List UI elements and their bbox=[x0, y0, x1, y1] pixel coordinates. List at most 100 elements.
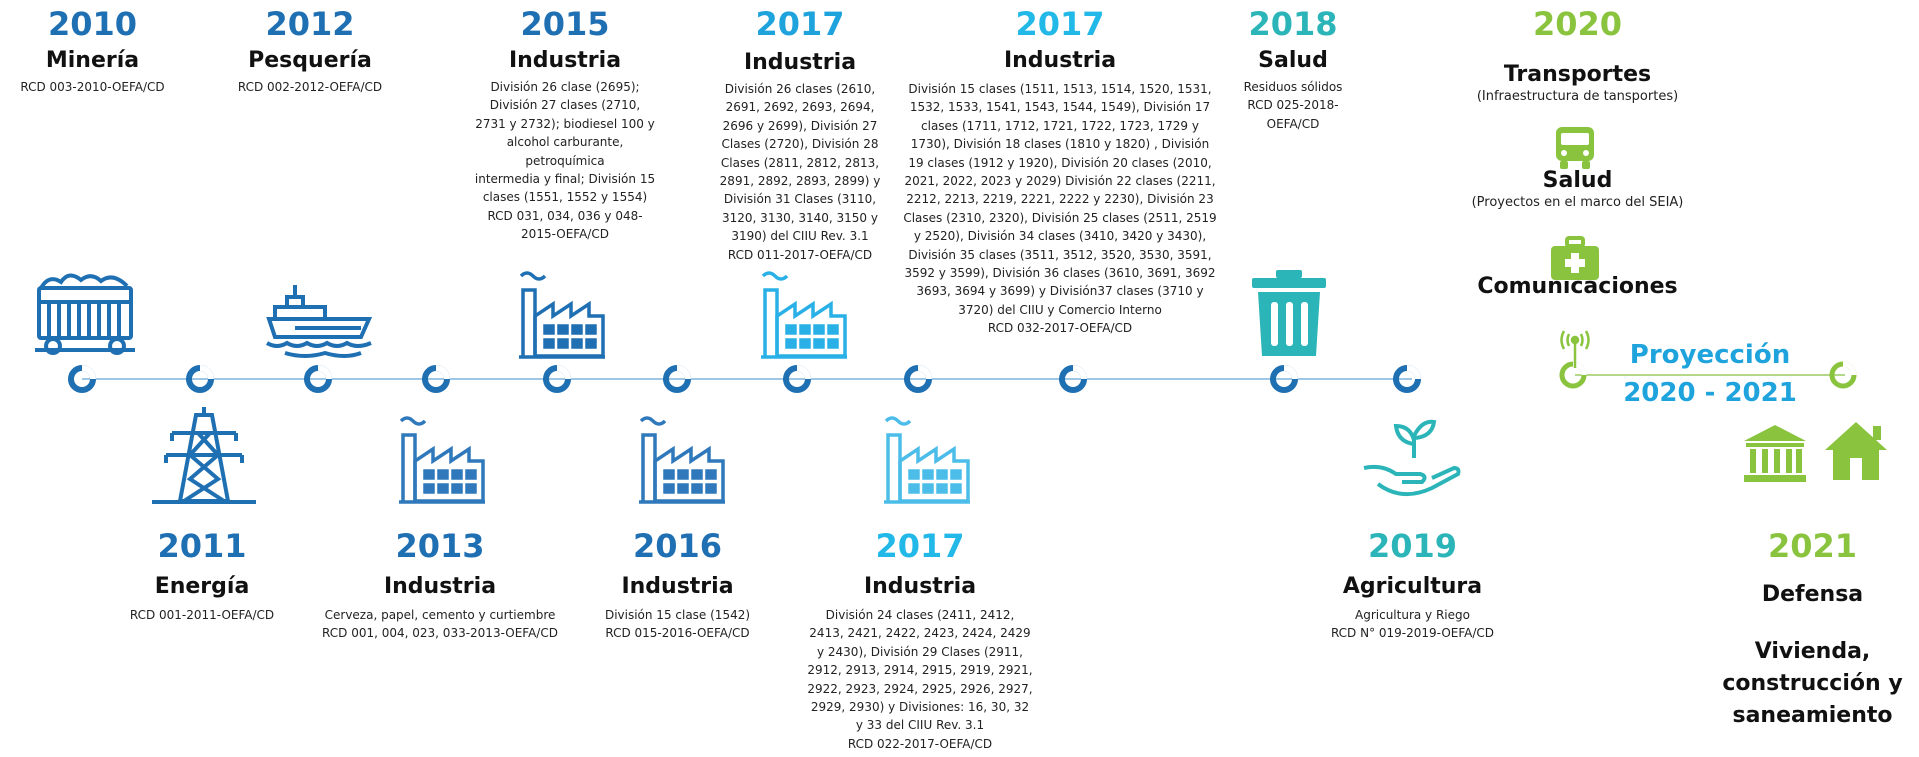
event-2020: 2020 Transportes (Infraestructura de tan… bbox=[1455, 6, 1700, 300]
year-label: 2015 bbox=[520, 5, 610, 43]
description-line: RCD 002-2012-OEFA/CD bbox=[237, 80, 383, 94]
sector-label: Industria bbox=[743, 50, 857, 75]
sector-label: saneamiento bbox=[1732, 703, 1893, 728]
event-description: RCD 001-2011-OEFA/CD bbox=[112, 606, 292, 624]
description-line: RCD N° 019-2019-OEFA/CD bbox=[1330, 626, 1495, 641]
year-label: 2013 bbox=[395, 527, 485, 565]
description-line: 1730), División 18 clases (1810 y 1820) … bbox=[910, 137, 1210, 152]
event-description: Agricultura y Riego RCD N° 019-2019-OEFA… bbox=[1310, 606, 1515, 643]
description-line: petroquímica bbox=[525, 153, 605, 168]
sector-label: Pesquería bbox=[248, 48, 372, 73]
timeline-node-2011 bbox=[186, 365, 214, 393]
event-description: RCD 003-2010-OEFA/CD bbox=[5, 78, 180, 96]
description-line: 2912, 2913, 2914, 2915, 2919, 2921, bbox=[807, 663, 1033, 678]
ship-icon bbox=[265, 285, 373, 358]
event-2016: 2016 Industria División 15 clase (1542) … bbox=[585, 528, 770, 643]
sector-label: Minería bbox=[45, 48, 140, 73]
event-description: RCD 002-2012-OEFA/CD bbox=[220, 78, 400, 96]
event-2018: 2018 Salud Residuos sólidos RCD 025-2018… bbox=[1238, 6, 1348, 133]
sector-label: Salud bbox=[1258, 48, 1328, 73]
event-2021: 2021 Defensa Vivienda, construcción y sa… bbox=[1710, 528, 1915, 732]
description-line: Clases (2720), División 28 bbox=[721, 137, 879, 152]
year-label: 2018 bbox=[1248, 5, 1338, 43]
sector-label: Industria bbox=[863, 574, 977, 599]
description-line: 1532, 1533, 1541, 1543, 1544, 1549), Div… bbox=[909, 100, 1211, 115]
year-label: 2017 bbox=[755, 5, 845, 43]
sector-sublabel: (Proyectos en el marco del SEIA) bbox=[1471, 195, 1684, 210]
factory-icon-2017b bbox=[884, 416, 970, 504]
description-line: 2691, 2692, 2693, 2694, bbox=[725, 100, 875, 115]
projection-title: Proyección bbox=[1629, 340, 1791, 370]
description-line: Clases (2811, 2812, 2813, bbox=[720, 155, 880, 170]
description-line: intermedia y final; División 15 bbox=[474, 172, 656, 187]
description-line: División 15 clase (1542) bbox=[604, 608, 751, 622]
event-2019: 2019 Agricultura Agricultura y Riego RCD… bbox=[1310, 528, 1515, 643]
timeline-node-2017c bbox=[1059, 365, 1087, 393]
description-line: RCD 003-2010-OEFA/CD bbox=[20, 80, 165, 94]
event-2017a: 2017 Industria División 26 clases (2610,… bbox=[700, 6, 900, 264]
description-line: 2696 y 2699), División 27 bbox=[722, 118, 878, 133]
sector-label: construcción y bbox=[1722, 671, 1903, 696]
description-line: Residuos sólidos bbox=[1243, 80, 1343, 94]
event-description: Residuos sólidos RCD 025-2018- OEFA/CD bbox=[1238, 78, 1348, 133]
description-line: Clases (2310, 2320), División 25 clases … bbox=[903, 210, 1217, 225]
government-building-icon bbox=[1744, 425, 1806, 482]
sector-label: Agricultura bbox=[1342, 574, 1483, 599]
event-description: División 24 clases (2411, 2412, 2413, 24… bbox=[795, 606, 1045, 753]
year-label: 2017 bbox=[875, 527, 965, 565]
event-2013: 2013 Industria Cerveza, papel, cemento y… bbox=[300, 528, 580, 643]
timeline-node-2016 bbox=[663, 365, 691, 393]
power-tower-icon bbox=[152, 407, 256, 504]
description-line: 2015-OEFA/CD bbox=[521, 227, 609, 242]
year-label: 2020 bbox=[1532, 5, 1623, 43]
year-label: 2010 bbox=[47, 5, 138, 43]
sector-label: Industria bbox=[383, 574, 497, 599]
description-line: 2021, 2022, 2023 y 2029) División 22 cla… bbox=[904, 174, 1216, 189]
event-2017b: 2017 Industria División 24 clases (2411,… bbox=[795, 528, 1045, 753]
description-line: 19 clases (1912 y 1920), División 20 cla… bbox=[908, 155, 1212, 170]
factory-icon-2015 bbox=[519, 271, 605, 359]
description-line: alcohol carburante, bbox=[506, 135, 624, 150]
sector-label: Industria bbox=[621, 574, 734, 599]
description-line: División 26 clase (2695); bbox=[490, 80, 640, 94]
event-2012: 2012 Pesquería RCD 002-2012-OEFA/CD bbox=[220, 6, 400, 96]
description-line: 2731 y 2732); biodiesel 100 y bbox=[475, 116, 655, 131]
description-line: División 35 clases (3511, 3512, 3520, 35… bbox=[908, 247, 1212, 262]
sector-label: Vivienda, bbox=[1754, 639, 1871, 664]
timeline-axis bbox=[82, 378, 1412, 380]
event-description: Cerveza, papel, cemento y curtiembre RCD… bbox=[300, 606, 580, 643]
description-line: 3720) del CIIU y Comercio Interno bbox=[958, 302, 1162, 317]
description-line: División 31 Clases (3110, bbox=[723, 192, 877, 207]
event-2017c: 2017 Industria División 15 clases (1511,… bbox=[895, 6, 1225, 338]
description-line: RCD 015-2016-OEFA/CD bbox=[605, 626, 750, 641]
sector-label: Industria bbox=[1003, 48, 1117, 73]
description-line: RCD 001-2011-OEFA/CD bbox=[129, 608, 275, 622]
year-label: 2011 bbox=[157, 527, 247, 565]
description-line: División 15 clases (1511, 1513, 1514, 15… bbox=[908, 82, 1212, 96]
timeline-node-2013 bbox=[422, 365, 450, 393]
medical-kit-icon bbox=[1551, 236, 1599, 280]
description-line: y 2520), División 34 clases (3410, 3420 … bbox=[913, 229, 1207, 244]
projection-label: Proyección 2020 - 2021 bbox=[1590, 336, 1830, 412]
projection-range: 2020 - 2021 bbox=[1623, 378, 1797, 408]
timeline-node-2012 bbox=[304, 365, 332, 393]
description-line: y 2430), División 29 Clases (2911, bbox=[816, 644, 1023, 659]
description-line: y 33 del CIIU Rev. 3.1 bbox=[855, 718, 985, 733]
description-line: clases (1711, 1712, 1721, 1722, 1723, 17… bbox=[921, 118, 1199, 133]
description-line: División 26 clases (2610, bbox=[724, 82, 876, 96]
event-2010: 2010 Minería RCD 003-2010-OEFA/CD bbox=[5, 6, 180, 96]
bus-icon bbox=[1556, 127, 1594, 169]
description-line: 2212, 2213, 2219, 2221, 2222 y 2230), Di… bbox=[906, 192, 1214, 207]
description-line: RCD 022-2017-OEFA/CD bbox=[847, 736, 993, 751]
year-label: 2021 bbox=[1767, 527, 1858, 565]
description-line: 3592 y 3599), División 36 clases (3610, … bbox=[904, 266, 1216, 281]
factory-icon-2013 bbox=[399, 416, 485, 504]
sector-label: Salud bbox=[1542, 168, 1613, 193]
house-icon bbox=[1825, 422, 1887, 480]
mining-cart-icon bbox=[35, 273, 135, 355]
event-description: División 15 clases (1511, 1513, 1514, 15… bbox=[895, 80, 1225, 338]
factory-icon-2017a bbox=[761, 271, 847, 359]
description-line: RCD 031, 034, 036 y 048- bbox=[487, 208, 643, 223]
sector-label: Defensa bbox=[1761, 582, 1864, 607]
description-line: 3120, 3130, 3140, 3150 y bbox=[722, 210, 878, 225]
